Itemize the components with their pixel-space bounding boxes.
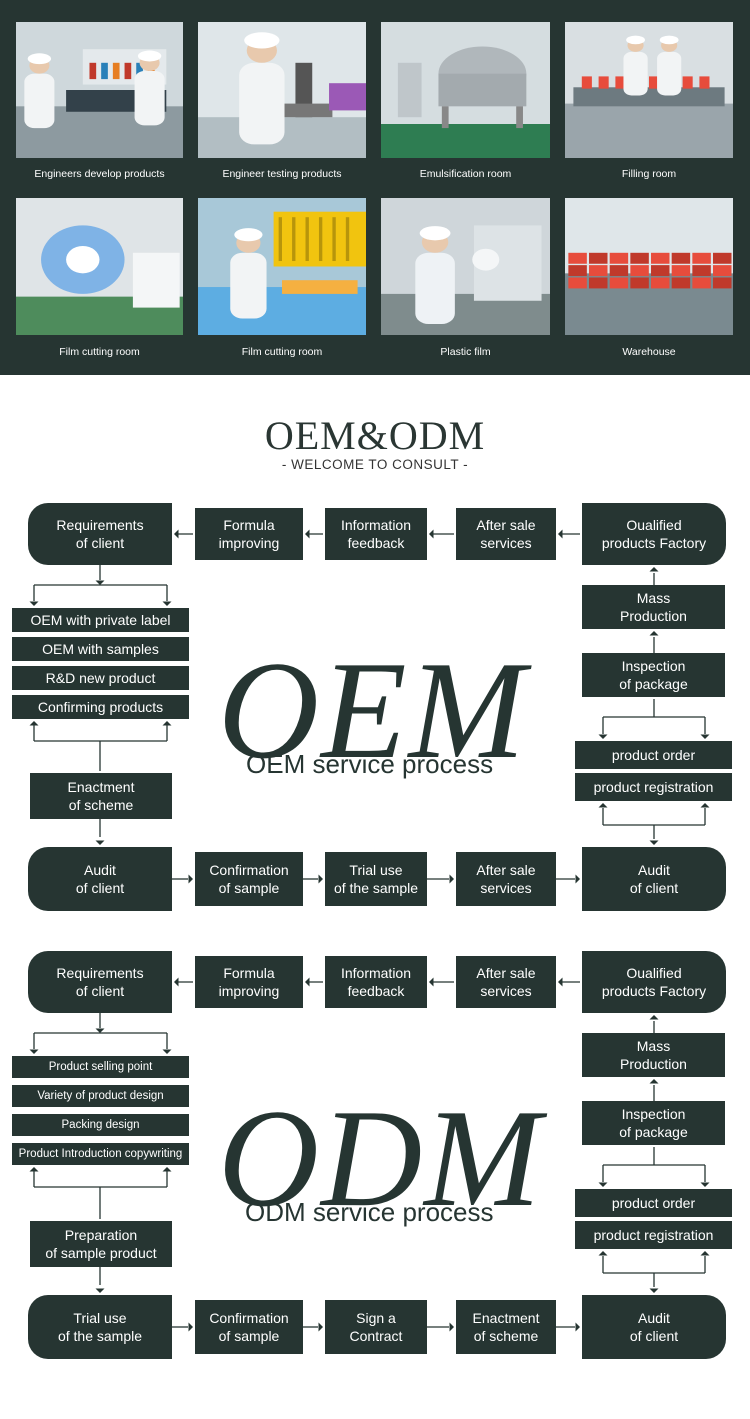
step-bottom-5: Audit of client — [582, 847, 726, 911]
worker-film-photo — [381, 198, 550, 335]
step-mass-production: Mass Production — [582, 585, 725, 629]
step-left-lower: Preparation of sample product — [30, 1221, 172, 1267]
oem-process-label: OEM service process — [246, 749, 494, 779]
microscope-photo — [198, 22, 366, 158]
photo-caption: Engineer testing products — [222, 168, 342, 180]
right-list-product-order: product order — [575, 1189, 732, 1217]
left-list-item: Variety of product design — [12, 1085, 189, 1107]
photo-caption: Emulsification room — [419, 168, 512, 180]
left-list-item: OEM with samples — [12, 637, 189, 661]
step-bottom-1: Audit of client — [28, 847, 172, 911]
lab-workers-photo — [16, 22, 183, 158]
step-qualified-products-factory: Oualified products Factory — [582, 951, 726, 1013]
right-list-product-registration: product registration — [575, 773, 732, 801]
step-left-lower: Enactment of scheme — [30, 773, 172, 819]
page-title: OEM&ODM — [264, 413, 486, 458]
step-qualified-products-factory: Oualified products Factory — [582, 503, 726, 565]
left-list-item: Product Introduction copywriting — [12, 1143, 189, 1165]
step-bottom-3: Sign a Contract — [325, 1300, 427, 1354]
photo-caption: Film cutting room — [241, 346, 323, 358]
tank-photo — [381, 22, 550, 158]
page-subtitle: - WELCOME TO CONSULT - — [281, 457, 469, 472]
step-inspection-of-package: Inspection of package — [582, 1101, 725, 1145]
step-inspection-of-package: Inspection of package — [582, 653, 725, 697]
odm-big-title: ODM — [218, 1081, 543, 1236]
step-bottom-3: Trial use of the sample — [325, 852, 427, 906]
photo-caption: Film cutting room — [59, 346, 140, 358]
warehouse-photo — [565, 198, 733, 335]
photo-caption: Filling room — [621, 168, 677, 180]
step-after-sale-services: After sale services — [456, 956, 556, 1008]
photo-caption: Plastic film — [440, 346, 491, 358]
oem-flow-arrows — [29, 529, 710, 884]
step-requirements-of-client: Requirements of client — [28, 951, 172, 1013]
step-formula-improving: Formula improving — [195, 508, 303, 560]
step-bottom-2: Confirmation of sample — [195, 852, 303, 906]
step-requirements-of-client: Requirements of client — [28, 503, 172, 565]
step-bottom-2: Confirmation of sample — [195, 1300, 303, 1354]
step-bottom-1: Trial use of the sample — [28, 1295, 172, 1359]
step-after-sale-services: After sale services — [456, 508, 556, 560]
oem-big-title: OEM — [218, 633, 528, 788]
right-list-product-order: product order — [575, 741, 732, 769]
right-list-product-registration: product registration — [575, 1221, 732, 1249]
left-list-item: OEM with private label — [12, 608, 189, 632]
service-process-section: OEM&ODM - WELCOME TO CONSULT - Requireme… — [0, 375, 750, 1419]
step-bottom-4: After sale services — [456, 852, 556, 906]
step-bottom-4: Enactment of scheme — [456, 1300, 556, 1354]
step-bottom-5: Audit of client — [582, 1295, 726, 1359]
step-information-feedback: Information feedback — [325, 508, 427, 560]
odm-process-label: ODM service process — [245, 1197, 494, 1227]
production-line-photo — [565, 22, 733, 158]
left-list-item: R&D new product — [12, 666, 189, 690]
cutting-machine-photo — [198, 198, 366, 335]
left-list-item: Packing design — [12, 1114, 189, 1136]
odm-flow-arrows — [29, 977, 710, 1332]
left-list-item: Confirming products — [12, 695, 189, 719]
photo-caption: Engineers develop products — [34, 168, 165, 180]
left-list-item: Product selling point — [12, 1056, 189, 1078]
photo-caption: Warehouse — [622, 346, 676, 358]
factory-gallery: Engineers develop products Engineer testi… — [0, 0, 750, 375]
step-mass-production: Mass Production — [582, 1033, 725, 1077]
step-formula-improving: Formula improving — [195, 956, 303, 1008]
film-roll-photo — [16, 198, 183, 335]
step-information-feedback: Information feedback — [325, 956, 427, 1008]
